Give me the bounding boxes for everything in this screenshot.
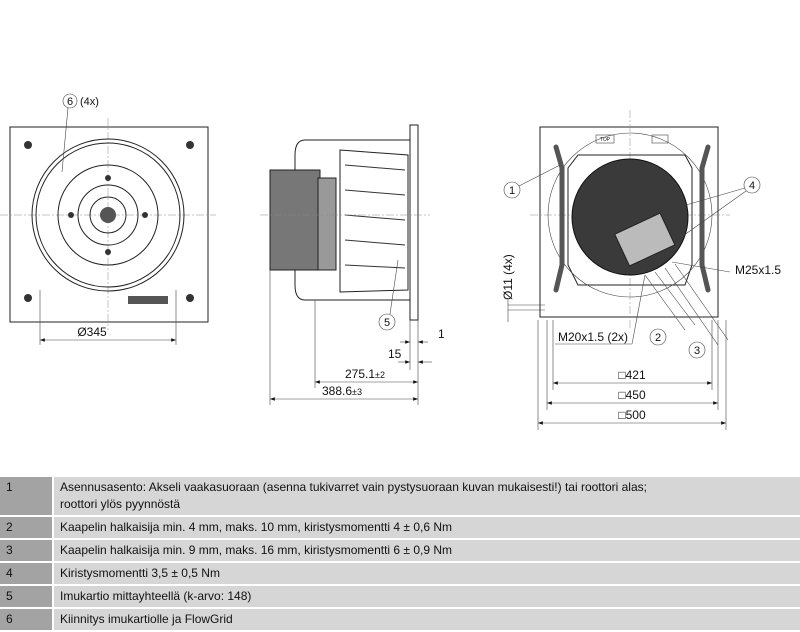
row-text: Kaapelin halkaisija min. 4 mm, maks. 10 … <box>53 516 800 540</box>
front-view: 6 (4x) Ø345 <box>0 93 216 345</box>
row-text: Imukartio mittayhteellä (k-arvo: 148) <box>53 585 800 609</box>
dim-diameter: Ø345 <box>77 325 107 339</box>
row-text: Kaapelin halkaisija min. 9 mm, maks. 16 … <box>53 539 800 563</box>
dim-450: □450 <box>618 388 646 402</box>
dim-388-tol: ±3 <box>352 387 362 397</box>
dim-421: □421 <box>618 368 646 382</box>
rear-view: TOP 1 4 M25x1.5 M20x1.5 (2x) 2 3 Ø11 (4x… <box>501 110 781 430</box>
row-number: 6 <box>0 608 54 632</box>
side-view: 5 1 15 275.1±2 388.6±3 <box>260 124 445 405</box>
callout-3: 3 <box>694 345 700 357</box>
callout-5: 5 <box>384 317 390 329</box>
thread-m25: M25x1.5 <box>735 263 781 277</box>
row-number: 2 <box>0 516 54 540</box>
dim-15: 15 <box>388 347 402 361</box>
callout-1: 1 <box>509 185 515 197</box>
top-mark: TOP <box>600 137 611 143</box>
callout-4: 4 <box>749 180 755 192</box>
callout-6-balloon <box>62 93 78 109</box>
row-text: Kiristysmomentti 3,5 ± 0,5 Nm <box>53 562 800 586</box>
callout-2: 2 <box>655 332 661 344</box>
svg-text:388.6±3: 388.6±3 <box>322 384 362 398</box>
row-number: 3 <box>0 539 54 563</box>
row-number: 4 <box>0 562 54 586</box>
technical-drawing: 6 (4x) Ø345 5 1 15 275.1±2 388.6±3 TOP 1… <box>0 93 781 430</box>
row-number: 5 <box>0 585 54 609</box>
dim-500: □500 <box>618 408 646 422</box>
callout-6: 6 <box>67 96 73 108</box>
dim-275: 275.1 <box>345 367 375 381</box>
thread-m20: M20x1.5 (2x) <box>558 330 628 344</box>
row-number: 1 <box>0 477 54 517</box>
dim-1: 1 <box>438 327 445 341</box>
svg-text:275.1±2: 275.1±2 <box>345 367 385 381</box>
hole-dim: Ø11 (4x) <box>501 254 515 300</box>
dim-275-tol: ±2 <box>375 370 385 380</box>
row-text: Kiinnitys imukartiolle ja FlowGrid <box>53 608 800 632</box>
row-text: Asennusasento: Akseli vaakasuoraan (asen… <box>53 477 800 517</box>
callout-6-qty: (4x) <box>80 96 99 108</box>
dim-388: 388.6 <box>322 384 352 398</box>
